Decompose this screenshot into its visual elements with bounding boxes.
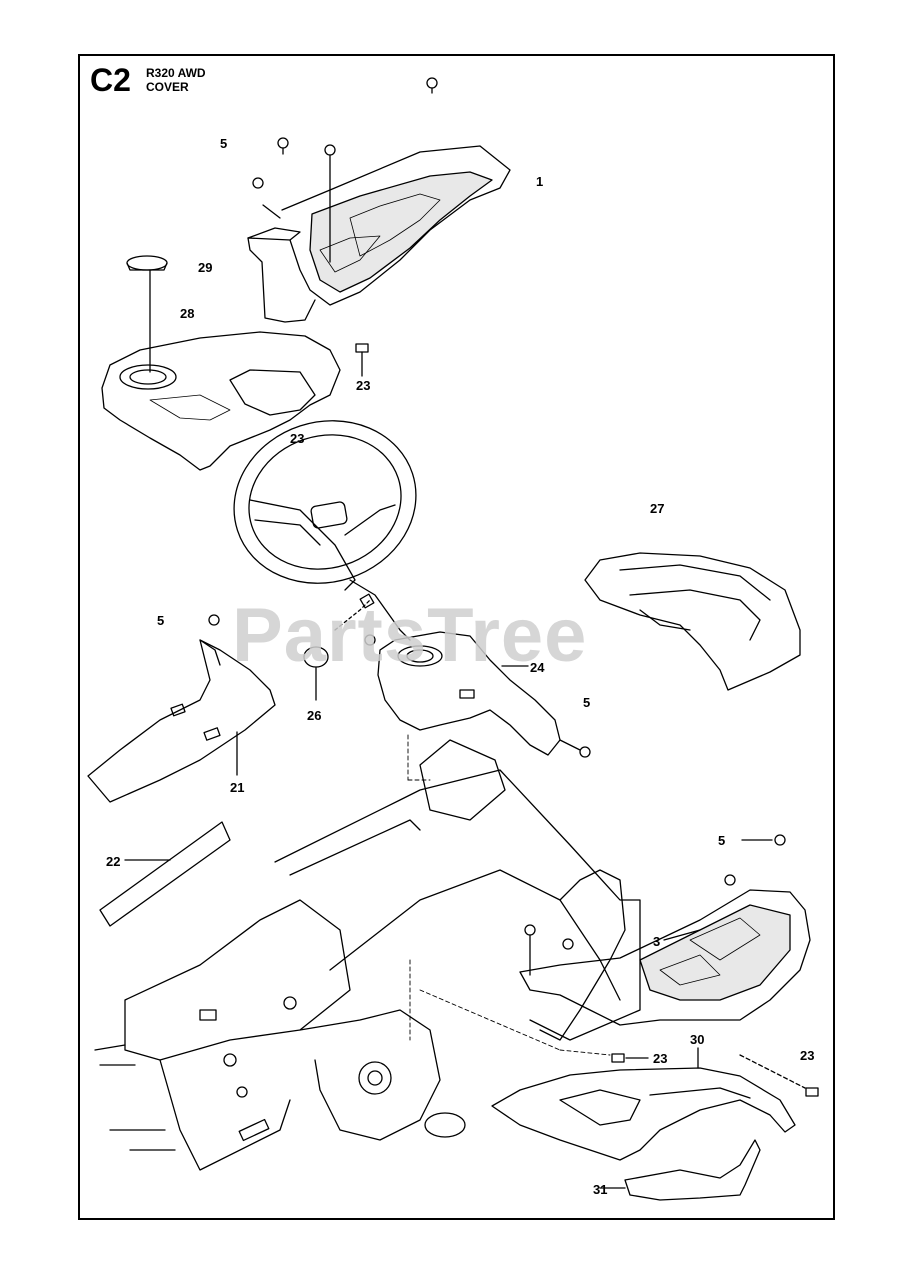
chassis-frame [94, 739, 641, 1171]
callout-23-wheel[interactable]: 23 [290, 431, 305, 446]
screw-part-3-a [774, 834, 786, 846]
callout-28[interactable]: 28 [180, 306, 195, 321]
screw-part-1-c [252, 177, 281, 219]
callout-29[interactable]: 29 [198, 260, 213, 275]
callout-31[interactable]: 31 [593, 1182, 608, 1197]
screw-top [426, 77, 438, 94]
part-30-bumper-cover [491, 1047, 796, 1161]
column-hardware [334, 593, 375, 631]
screw-part-3-d [524, 924, 536, 976]
group-name: COVER [146, 80, 189, 94]
callout-5-top[interactable]: 5 [220, 136, 228, 151]
clip-23-d [739, 1054, 819, 1097]
assembly-lines [407, 734, 611, 1056]
callout-23-right[interactable]: 23 [800, 1048, 815, 1063]
callout-5-mid[interactable]: 5 [583, 695, 591, 710]
callout-26[interactable]: 26 [307, 708, 322, 723]
clip-23-a [355, 343, 369, 377]
leader-3 [663, 929, 701, 941]
part-26-bushing [303, 646, 329, 701]
part-31-lower-trim [599, 1139, 761, 1201]
callout-22[interactable]: 22 [106, 854, 121, 869]
callout-1[interactable]: 1 [536, 174, 544, 189]
clip-23-c [611, 1053, 649, 1063]
callout-5-left[interactable]: 5 [157, 613, 165, 628]
diagram-frame [78, 54, 835, 1220]
callout-27[interactable]: 27 [650, 501, 665, 516]
model-name: R320 AWD [146, 66, 206, 80]
callout-30[interactable]: 30 [690, 1032, 705, 1047]
screw-part-3-c [562, 938, 574, 950]
callout-23-front[interactable]: 23 [653, 1051, 668, 1066]
part-27-hood [584, 552, 801, 691]
part-1-dash-cover [247, 145, 511, 323]
part-28-fender-cover [101, 331, 341, 471]
callout-3[interactable]: 3 [653, 934, 661, 949]
part-3-front-grille [519, 889, 811, 1026]
callout-23-upper[interactable]: 23 [356, 378, 371, 393]
screw-part-24 [364, 634, 591, 758]
screw-part-21 [208, 614, 220, 626]
callout-5-right[interactable]: 5 [718, 833, 726, 848]
screw-part-1-b [324, 144, 336, 263]
part-22-mat-strip [99, 821, 231, 927]
steering-wheel [233, 420, 417, 641]
part-21-floor-plate [87, 639, 276, 803]
callout-24[interactable]: 24 [530, 660, 545, 675]
part-29-cup-insert [126, 255, 168, 373]
section-code: C2 [90, 62, 131, 98]
callout-21[interactable]: 21 [230, 780, 245, 795]
screw-part-3-b [724, 874, 736, 886]
watermark: PartsTree [232, 593, 588, 678]
part-24-column-cover [377, 631, 561, 756]
screw-part-1-a [277, 137, 289, 155]
